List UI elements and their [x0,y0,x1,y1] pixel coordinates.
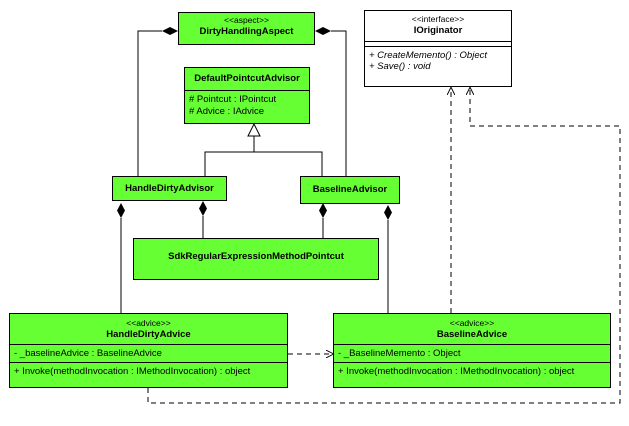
composition-aspect-handle-advisor [137,30,162,176]
ioriginator-name: IOriginator [413,24,463,36]
inheritance-branch-left [204,151,254,176]
composition-diamond-handle-advice [117,203,125,218]
handle-dirty-advice-class: <<advice>> HandleDirtyAdvice - _baseline… [9,313,288,388]
pointcut-name: SdkRegularExpressionMethodPointcut [168,251,344,262]
ioriginator-op-save: + Save() : void [369,61,431,73]
dirty-handling-aspect-class: <<aspect>> DirtyHandlingAspect [178,12,315,45]
handle-dirty-advice-name: HandleDirtyAdvice [106,328,191,340]
default-advisor-attr-advice: # Advice : IAdvice [189,105,264,117]
inheritance-branch-right [254,151,323,176]
baseline-advice-class: <<advice>> BaselineAdvice - _BaselineMem… [333,313,611,388]
handle-dirty-advice-op-invoke: + Invoke(methodInvocation : IMethodInvoc… [14,366,251,378]
default-advisor-attr-pointcut: # Pointcut : IPointcut [189,93,277,105]
ioriginator-stereotype: <<interface>> [411,14,465,24]
aspect-name: DirtyHandlingAspect [199,25,294,37]
default-pointcut-advisor-class: DefaultPointcutAdvisor # Pointcut : IPoi… [184,67,310,124]
composition-diamond-handle-pointcut [199,201,207,216]
default-advisor-name: DefaultPointcutAdvisor [194,73,300,84]
baseline-advice-op-invoke: + Invoke(methodInvocation : IMethodInvoc… [338,366,575,378]
inheritance-triangle [247,122,261,137]
aspect-stereotype: <<aspect>> [224,15,269,25]
baseline-advice-stereotype: <<advice>> [449,318,495,328]
composition-aspect-baseline-advisor [331,30,347,176]
baseline-advisor-name: BaselineAdvisor [312,184,388,195]
baseline-advice-name: BaselineAdvice [436,328,508,340]
composition-diamond-left [162,27,178,35]
composition-diamond-baseline-advice [384,205,392,220]
handle-dirty-advisor-name: HandleDirtyAdvisor [125,183,214,194]
composition-diamond-baseline-pointcut [319,203,327,218]
handle-dirty-advisor-class: HandleDirtyAdvisor [112,176,227,201]
handle-dirty-advice-stereotype: <<advice>> [126,318,171,328]
realization-handle-advice-ioriginator [147,88,621,404]
ioriginator-op-create-memento: + CreateMemento() : Object [369,49,488,61]
handle-dirty-advice-attr-baseline: - _baselineAdvice : BaselineAdvice [14,347,162,359]
ioriginator-interface: <<interface>> IOriginator + CreateMement… [364,10,512,87]
baseline-advice-attr-memento: - _BaselineMemento : Object [338,347,461,359]
sdk-regex-method-pointcut-class: SdkRegularExpressionMethodPointcut [133,238,379,280]
baseline-advisor-class: BaselineAdvisor [300,176,400,204]
composition-diamond-right [315,27,331,35]
